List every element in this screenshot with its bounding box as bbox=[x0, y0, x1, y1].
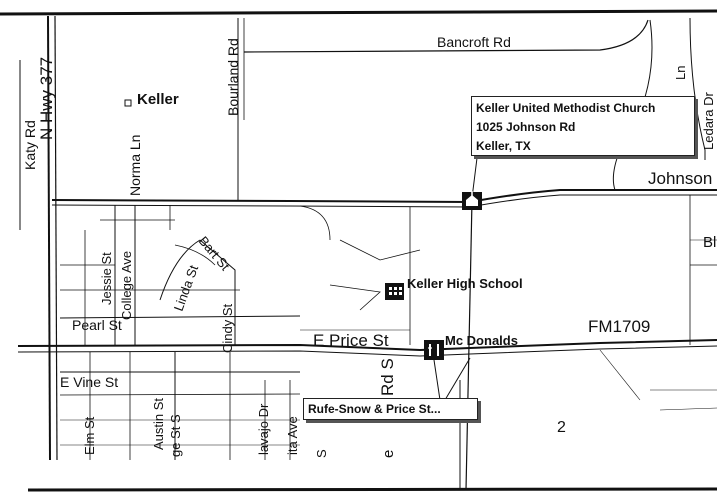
label-bl: Bl bbox=[703, 234, 716, 251]
map-bottom-border bbox=[27, 487, 717, 492]
label-pearl-st: Pearl St bbox=[72, 317, 122, 333]
rufe-snow-road bbox=[465, 199, 473, 491]
label-johnson: Johnson bbox=[648, 169, 712, 188]
label-jessie-st: Jessie St bbox=[99, 252, 114, 305]
label-ita-ave: ita Ave bbox=[285, 416, 300, 455]
rufe-snow-callout[interactable]: Rufe-Snow & Price St... bbox=[303, 398, 478, 420]
label-college-ave: College Ave bbox=[119, 251, 134, 320]
label-keller-city: Keller bbox=[137, 91, 179, 108]
label-ledara-dr: Ledara Dr bbox=[701, 92, 716, 150]
label-e-fragment: e bbox=[380, 450, 397, 458]
hwy-377-road bbox=[47, 15, 51, 461]
bancroft-road bbox=[243, 19, 649, 53]
label-bourland-rd: Bourland Rd bbox=[225, 38, 241, 116]
bart-street-road bbox=[199, 239, 236, 345]
church-leader-line bbox=[471, 149, 479, 199]
rufe-leader-line bbox=[444, 357, 471, 401]
label-austin-st: Austin St bbox=[151, 398, 166, 450]
e-price-street-road bbox=[17, 339, 717, 352]
label-e-vine-st: E Vine St bbox=[60, 374, 118, 390]
label-keller-high-school: Keller High School bbox=[407, 276, 523, 291]
restaurant-icon[interactable] bbox=[424, 340, 444, 360]
label-bancroft-rd: Bancroft Rd bbox=[437, 34, 511, 50]
label-n-hwy-377: N Hwy 377 bbox=[37, 57, 56, 140]
linda-street-road bbox=[159, 239, 201, 301]
label-e-price-st: E Price St bbox=[313, 331, 389, 350]
church-address: 1025 Johnson Rd bbox=[476, 120, 576, 134]
church-name: Keller United Methodist Church bbox=[476, 101, 656, 115]
label-navajo-dr: lavajo Dr bbox=[256, 403, 271, 455]
label-fm1709: FM1709 bbox=[588, 317, 650, 336]
school-icon[interactable] bbox=[385, 283, 404, 300]
label-rd-s: Rd S bbox=[378, 358, 397, 396]
church-callout[interactable]: Keller United Methodist Church 1025 John… bbox=[471, 96, 695, 156]
grid-number: 2 bbox=[557, 419, 566, 436]
rufe-snow-label: Rufe-Snow & Price St... bbox=[308, 401, 441, 416]
church-icon[interactable] bbox=[462, 191, 482, 210]
map-top-border bbox=[0, 9, 717, 16]
label-s-fragment: S bbox=[314, 449, 329, 458]
church-city: Keller, TX bbox=[476, 139, 531, 153]
label-cindy-st: Cindy St bbox=[220, 303, 235, 353]
label-elm-st: Elm St bbox=[82, 416, 97, 455]
label-katy-rd: Katy Rd bbox=[22, 120, 38, 170]
label-college-st-s: ge St S bbox=[168, 414, 183, 457]
label-norma-ln: Norma Ln bbox=[127, 135, 143, 196]
label-ln: Ln bbox=[673, 66, 688, 80]
pearl-street-road bbox=[59, 315, 301, 319]
label-mcdonalds: Mc Donalds bbox=[445, 333, 518, 348]
city-marker-icon bbox=[124, 99, 132, 107]
